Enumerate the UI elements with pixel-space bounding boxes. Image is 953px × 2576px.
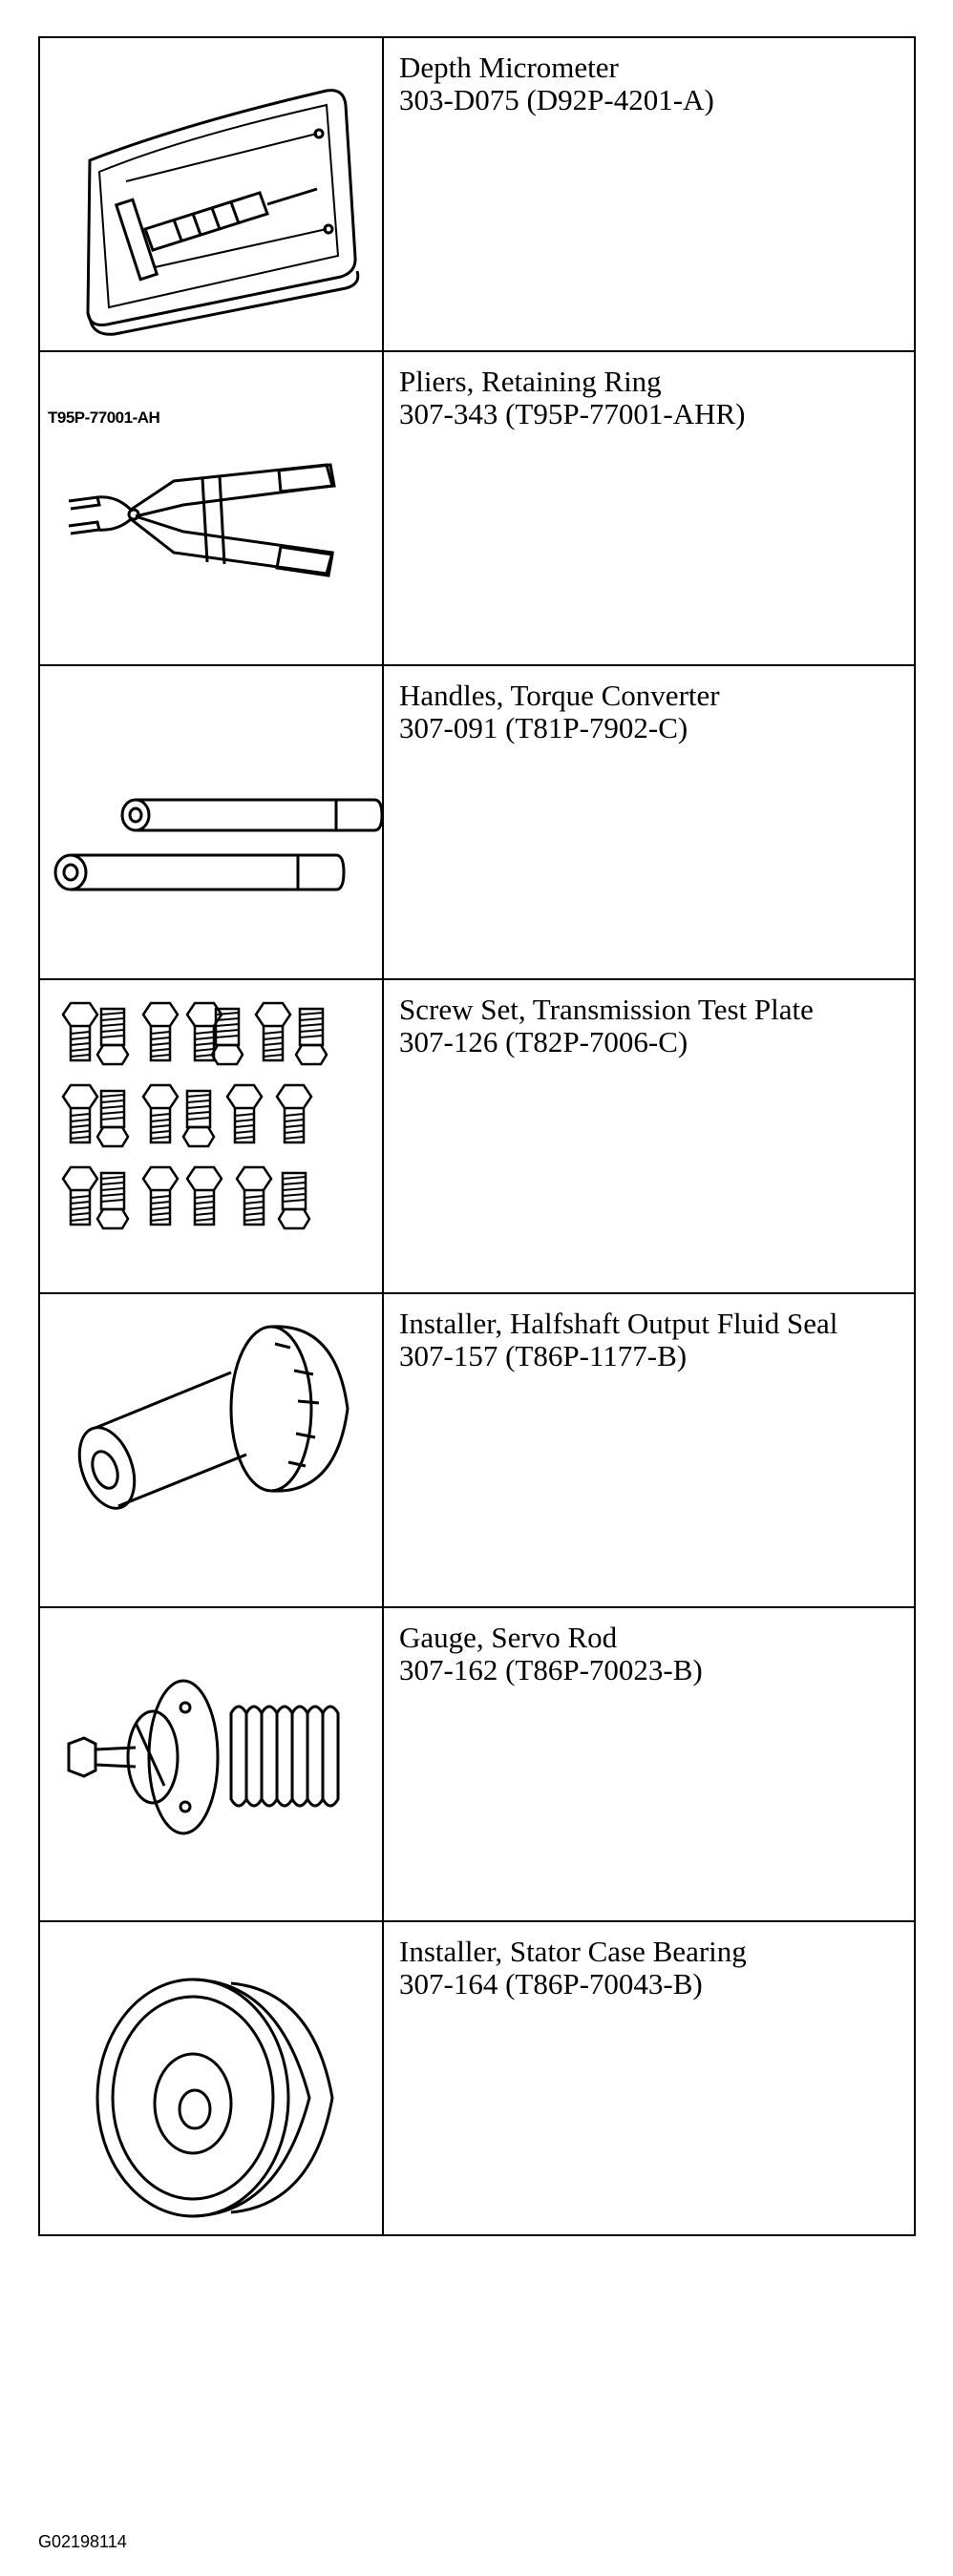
tool-description-cell: Gauge, Servo Rod 307-162 (T86P-70023-B) [382,1606,916,1922]
retaining-ring-pliers-icon [68,463,336,577]
special-tools-table: Depth Micrometer 303-D075 (D92P-4201-A) … [38,36,916,2236]
table-row: Handles, Torque Converter 307-091 (T81P-… [38,664,916,980]
torque-converter-handles-icon [53,798,382,891]
tool-illustration-cell [38,1292,384,1608]
stator-bearing-installer-icon [95,1978,334,2218]
table-row: Installer, Halfshaft Output Fluid Seal 3… [38,1292,916,1608]
halfshaft-seal-installer-icon [77,1325,349,1510]
screw-set-icon [61,1001,328,1230]
tool-illustration-cell [38,1920,384,2236]
tool-illustration-cell [38,664,384,980]
tool-description-cell: Pliers, Retaining Ring 307-343 (T95P-770… [382,350,916,666]
tool-number: 303-D075 (D92P-4201-A) [399,83,714,116]
tool-name: Depth Micrometer [399,51,619,84]
servo-rod-gauge-icon [67,1679,340,1835]
table-row: Depth Micrometer 303-D075 (D92P-4201-A) [38,36,916,352]
tool-illustration-cell [38,36,384,352]
tool-name: Installer, Stator Case Bearing [399,1935,747,1968]
tool-description-cell: Installer, Halfshaft Output Fluid Seal 3… [382,1292,916,1608]
tool-name: Screw Set, Transmission Test Plate [399,993,814,1026]
table-row: T95P-77001-AH Pliers, Retaining Ring 307… [38,350,916,666]
tool-number: 307-164 (T86P-70043-B) [399,1967,703,2000]
figure-label: T95P-77001-AH [48,408,160,427]
tool-description-cell: Depth Micrometer 303-D075 (D92P-4201-A) [382,36,916,352]
depth-micrometer-icon [86,89,360,336]
tool-name: Pliers, Retaining Ring [399,365,662,398]
tool-description-cell: Handles, Torque Converter 307-091 (T81P-… [382,664,916,980]
tool-number: 307-157 (T86P-1177-B) [399,1339,688,1372]
tool-illustration-cell [38,978,384,1294]
tool-number: 307-126 (T82P-7006-C) [399,1025,688,1058]
tool-name: Installer, Halfshaft Output Fluid Seal [399,1307,838,1340]
tool-name: Gauge, Servo Rod [399,1621,618,1654]
table-row: Installer, Stator Case Bearing 307-164 (… [38,1920,916,2236]
tool-name: Handles, Torque Converter [399,679,720,712]
tool-description-cell: Screw Set, Transmission Test Plate 307-1… [382,978,916,1294]
tool-illustration-cell: T95P-77001-AH [38,350,384,666]
table-row: Screw Set, Transmission Test Plate 307-1… [38,978,916,1294]
tool-illustration-cell [38,1606,384,1922]
tool-description-cell: Installer, Stator Case Bearing 307-164 (… [382,1920,916,2236]
tool-number: 307-091 (T81P-7902-C) [399,711,688,744]
table-row: Gauge, Servo Rod 307-162 (T86P-70023-B) [38,1606,916,1922]
figure-code: G02198114 [38,2532,127,2551]
tool-number: 307-162 (T86P-70023-B) [399,1653,703,1686]
tool-number: 307-343 (T95P-77001-AHR) [399,397,746,430]
